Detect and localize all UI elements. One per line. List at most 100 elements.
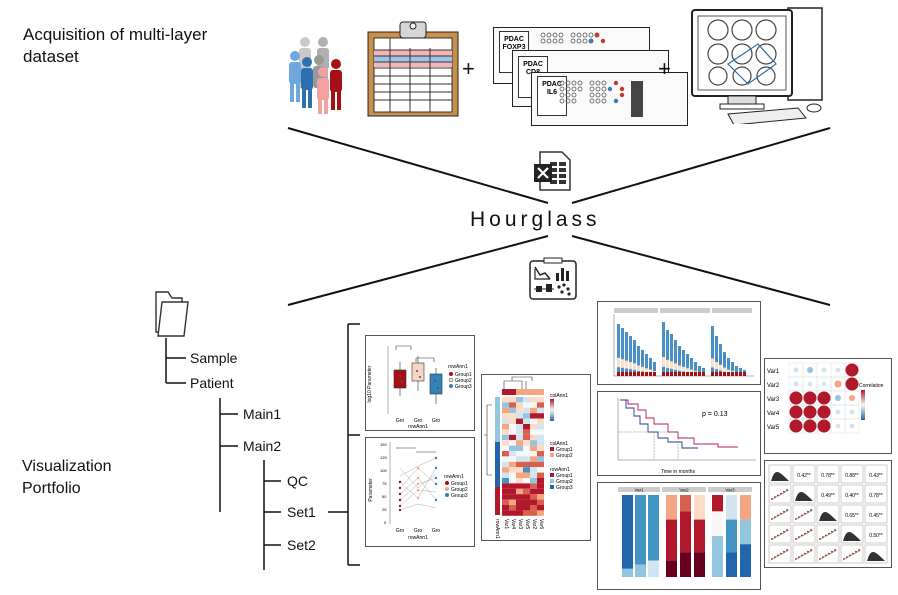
heatmap-cell bbox=[530, 418, 537, 424]
pairs-fit bbox=[842, 549, 862, 561]
heatmap-cell bbox=[537, 424, 544, 430]
bar-segment bbox=[678, 365, 681, 371]
bar-segment bbox=[629, 362, 632, 370]
corr-circle bbox=[789, 419, 803, 433]
bar-segment bbox=[674, 340, 677, 376]
bar-segment bbox=[645, 372, 648, 376]
pairs-density bbox=[795, 491, 813, 501]
heatmap-legend-2-g2: Group2 bbox=[556, 453, 573, 459]
pairs-cell bbox=[768, 504, 792, 524]
pairs-fit bbox=[770, 509, 790, 521]
heatmap-legend-1-title: colAnn1 bbox=[550, 393, 568, 399]
bar-segment bbox=[629, 372, 632, 376]
corr-circle bbox=[849, 423, 855, 429]
heatmap-cell bbox=[509, 461, 516, 468]
heatmap-cell bbox=[523, 478, 530, 484]
pairs-cell bbox=[816, 464, 840, 484]
heatmap-cell bbox=[530, 445, 537, 451]
boxplot-xlabel: rowAnn1 bbox=[408, 424, 428, 430]
heatmap-cell bbox=[502, 451, 509, 457]
heatmap-cell bbox=[523, 510, 530, 516]
heatmap-cell bbox=[516, 461, 523, 468]
heatmap-cell bbox=[516, 418, 523, 424]
heatmap-cell bbox=[523, 483, 530, 489]
heatmap-cell bbox=[509, 440, 516, 446]
heatmap-cell bbox=[502, 472, 509, 478]
pairs-value: 0.88** bbox=[845, 473, 859, 479]
tree-item-set2: Set2 bbox=[287, 537, 316, 553]
bar-segment bbox=[727, 369, 730, 373]
heatmap-col-4: Var5 bbox=[524, 519, 530, 529]
heatmap-cell bbox=[502, 461, 509, 468]
heatmap-col-3: Var3 bbox=[517, 519, 523, 529]
pairs-point bbox=[810, 509, 812, 511]
pairs-point bbox=[786, 509, 788, 511]
visualization-title: Visualization Portfolio bbox=[22, 458, 112, 497]
bar-segment bbox=[641, 372, 644, 376]
bar-segment bbox=[649, 358, 652, 376]
slide-label-1: PDAC bbox=[504, 36, 524, 43]
stacked-segment bbox=[740, 544, 751, 577]
corr-circle bbox=[835, 409, 841, 415]
patients-icon bbox=[289, 37, 342, 114]
heatmap-cell bbox=[537, 488, 544, 495]
heatmap-cell bbox=[530, 494, 537, 500]
heatmap-cell bbox=[537, 505, 544, 511]
pairs-cell bbox=[840, 544, 864, 564]
paired-ytick-7: 0 bbox=[384, 520, 387, 525]
stacked-segment bbox=[666, 495, 677, 520]
boxplot-legend-3: Group3 bbox=[455, 384, 472, 390]
paired-ylabel: Parameter bbox=[368, 478, 374, 502]
heatmap-cell bbox=[516, 402, 523, 408]
survival-xlabel: Time in months bbox=[661, 469, 695, 475]
bar-segment bbox=[670, 361, 673, 369]
corr-circle bbox=[849, 409, 855, 415]
stacked-bar-panel: Var1 Var2 Var3 bbox=[597, 482, 761, 590]
pairs-value: 0.78** bbox=[869, 493, 883, 499]
clipboard-icon bbox=[367, 21, 459, 117]
boxplot-xtick-3: Gro bbox=[432, 418, 441, 424]
heatmap-cell bbox=[523, 499, 530, 505]
heatmap-cell bbox=[523, 424, 530, 430]
heatmap-cell bbox=[537, 445, 544, 451]
pairs-fit bbox=[770, 529, 790, 541]
heatmap-legend-3-g3: Group3 bbox=[556, 485, 573, 491]
pairs-point bbox=[834, 549, 836, 551]
bar-segment bbox=[690, 358, 693, 376]
paired-xtick-3: Gro bbox=[432, 528, 441, 534]
corr-row-5: Var5 bbox=[767, 425, 780, 431]
corr-circle bbox=[834, 380, 842, 388]
bar-segment bbox=[645, 368, 648, 373]
pairs-cell bbox=[864, 524, 888, 544]
bar-segment bbox=[690, 369, 693, 373]
bar-segment bbox=[715, 336, 718, 376]
heatmap-cell bbox=[509, 494, 516, 500]
heatmap-cell bbox=[502, 418, 509, 424]
corr-circle bbox=[803, 405, 817, 419]
bar-segment bbox=[662, 357, 665, 367]
stacked-segment bbox=[712, 511, 723, 536]
bar-segment bbox=[633, 372, 636, 376]
heatmap-cell bbox=[502, 488, 509, 495]
corr-circle bbox=[835, 423, 841, 429]
heatmap-cell bbox=[516, 451, 523, 457]
survival-pvalue: p = 0.13 bbox=[702, 411, 728, 418]
heatmap-cell bbox=[530, 467, 537, 473]
heatmap-cell bbox=[523, 494, 530, 500]
pairs-fit bbox=[818, 549, 838, 561]
stacked-segment bbox=[740, 519, 751, 545]
pairs-value: 0.49** bbox=[821, 493, 835, 499]
heatmap-cell bbox=[516, 413, 523, 419]
bar-segment bbox=[617, 324, 620, 376]
bar-segment bbox=[694, 372, 697, 376]
stacked-segment bbox=[680, 495, 691, 512]
heatmap-cell bbox=[502, 402, 509, 408]
slide-dots-icon bbox=[540, 32, 643, 117]
heatmap-panel: colAnn1 colAnn1 Group1 Group2 rowAnn1 Gr… bbox=[481, 374, 591, 541]
heatmap-cell bbox=[509, 424, 516, 430]
bar-segment bbox=[666, 359, 669, 369]
heatmap-cell bbox=[530, 456, 537, 462]
corr-circle bbox=[817, 391, 831, 405]
heatmap-cell bbox=[523, 418, 530, 424]
